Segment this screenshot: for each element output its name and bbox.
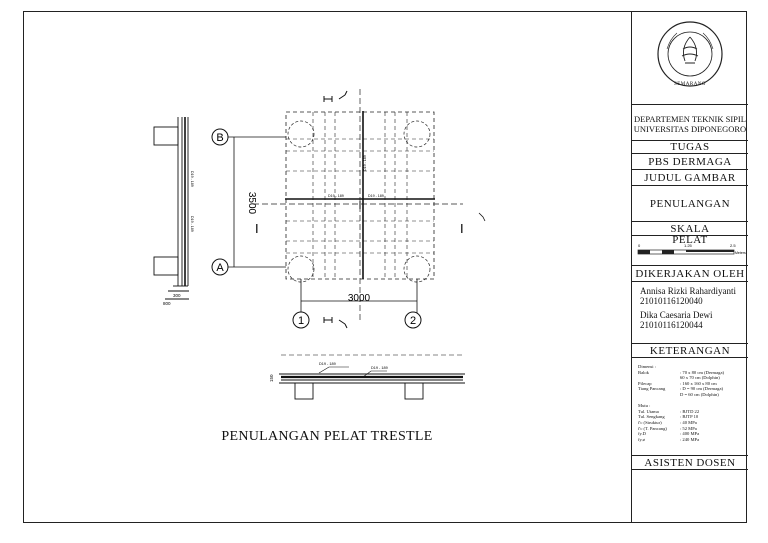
dim-horizontal: 3000 [348,293,371,304]
tugas-label: TUGAS [632,141,748,154]
drawing-canvas: D19 - 189 D19 - 189 D19 - 189 I I B A 35… [153,89,486,400]
grid-bubble-1 [292,311,310,329]
section-rebar-label-bottom: D19 - 189 [371,366,388,370]
scale-unit: Meters [735,251,746,255]
plan-rebar-label-1: D19 - 189 [328,194,344,198]
scale-tick-2: 2.5 [730,243,736,248]
section-mark-left: I [255,221,259,236]
institution-cell: DEPARTEMEN TEKNIK SIPIL UNIVERSITAS DIPO… [632,105,748,141]
ket-row: Mutu : [638,403,651,409]
ket-row: Pilecap: 160 x 160 x 80 cm [638,380,717,386]
department-name: DEPARTEMEN TEKNIK SIPIL [634,114,746,124]
scale-tick-0: 0 [638,243,641,248]
ket-row: Tiang Pancang: D = 90 cm (Dermaga) [638,386,724,392]
university-logo [657,21,723,87]
judul-label: JUDUL GAMBAR [632,170,748,186]
side-rebar-label-a: D19 - 189 [190,171,194,187]
asisten-label: ASISTEN DOSEN [632,456,748,470]
side-rebar-label-b: D19 - 189 [190,216,194,232]
author-2-id: 21010116120044 [640,320,703,330]
author-1-id: 21010116120040 [640,296,703,306]
ket-row: fy.D: 400 MPa [638,431,700,437]
drawing-title: PENULANGAN PELAT TRESTLE [221,429,433,444]
ket-row: Tul. Sengkang: BJTP 10 [638,414,699,420]
logo-text: SEMARANG [673,82,707,87]
keterangan-label: KETERANGAN [632,344,748,358]
keterangan-list: Dimensi : Balok: 70 x 80 cm (Dermaga) 60… [632,358,748,456]
dikerjakan-label: DIKERJAKAN OLEH [632,266,748,282]
grid-label-1: 1 [298,315,304,327]
author-1-name: Annisa Rizki Rahardiyanti [640,286,736,296]
drawing-area: D19 - 189 D19 - 189 D19 - 189 I I B A 35… [23,11,631,523]
pile-circles [287,120,431,283]
scale-tick-1: 1.25 [684,243,693,248]
side-elevation [153,117,189,300]
logo-cell: SEMARANG [632,11,748,105]
section-view [279,354,465,400]
tugas-value: PBS DERMAGA [632,154,748,170]
section-mark-right: I [460,221,464,236]
ket-row: fy.ø: 240 MPa [638,436,700,442]
author-2-name: Dika Caesaria Dewi [640,310,713,320]
scale-bar-cell: 0 1.25 2.5 Meters [632,236,748,266]
section-marker-bottom [323,317,348,329]
ket-row: 60 x 70 cm (Dolphin) [680,375,720,381]
drawing-sheet-border [23,11,747,523]
side-dim-small: 300 [173,293,181,298]
ket-row: f'c (Struktur): 40 MPa [638,419,697,425]
judul-value: PENULANGAN PELAT [632,186,748,246]
ket-row: Balok: 70 x 80 cm (Dermaga) [638,369,725,375]
side-dim-width: 800 [163,301,171,306]
section-rebar-label-top: D19 - 189 [319,362,336,366]
university-name: UNIVERSITAS DIPONEGORO [633,124,747,134]
section-arrow-right [478,212,486,222]
ket-row: f'c (T. Pancang): 52 MPa [638,425,697,431]
section-height-label: 150 [269,374,274,382]
ket-row: Tul. Utama: BJTD 22 [638,408,700,414]
grid-label-b: B [216,132,223,144]
section-marker-top [323,90,348,102]
ket-row: D = 60 cm (Dolphin) [680,391,719,397]
ket-row: Dimensi : [638,364,656,369]
scale-bar: 0 1.25 2.5 Meters [637,243,746,255]
authors-cell: Annisa Rizki Rahardiyanti 21010116120040… [632,282,748,344]
plan-rebar-label-2: D19 - 189 [368,194,384,198]
grid-bubble-2 [404,311,422,329]
title-block: SEMARANG DEPARTEMEN TEKNIK SIPIL UNIVERS… [631,11,748,523]
dim-vertical: 3500 [246,192,257,215]
skala-label: SKALA [632,222,748,236]
plan-rebar-label-3: D19 - 189 [363,155,367,171]
grid-label-a: A [216,262,224,274]
grid-label-2: 2 [410,315,416,327]
